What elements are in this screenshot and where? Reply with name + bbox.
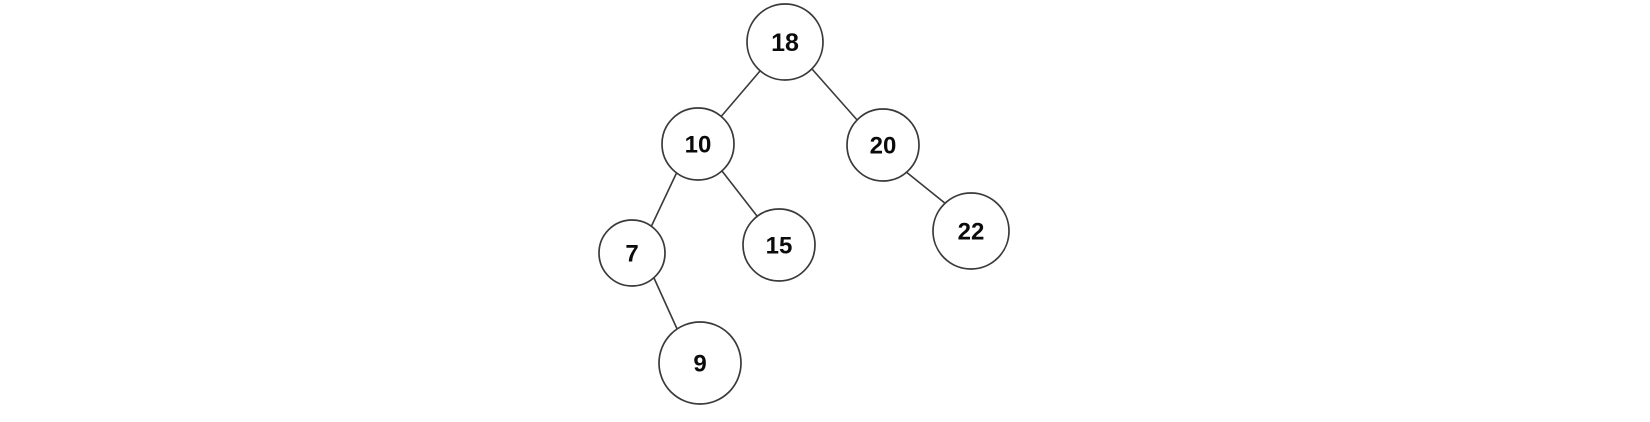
node-label-15: 15 [766, 233, 793, 260]
tree-node-7[interactable]: 7 [598, 219, 666, 287]
tree-edge-7-9 [653, 277, 679, 332]
node-label-10: 10 [685, 132, 712, 159]
tree-node-10[interactable]: 10 [661, 107, 735, 181]
node-circle-20[interactable] [846, 108, 920, 182]
node-label-22: 22 [958, 219, 985, 246]
edge-layer [650, 68, 947, 332]
node-circle-15[interactable] [742, 208, 816, 282]
node-circle-7[interactable] [598, 219, 666, 287]
tree-node-20[interactable]: 20 [846, 108, 920, 182]
tree-edge-18-20 [811, 68, 859, 122]
node-layer: 18 10 20 7 15 22 9 [598, 3, 1010, 405]
node-label-9: 9 [693, 351, 706, 378]
node-circle-10[interactable] [661, 107, 735, 181]
node-circle-18[interactable] [746, 3, 824, 81]
node-label-18: 18 [771, 29, 799, 57]
tree-edge-10-7 [650, 171, 678, 228]
tree-node-22[interactable]: 22 [932, 192, 1010, 270]
node-circle-9[interactable] [658, 321, 742, 405]
node-label-7: 7 [625, 241, 638, 268]
tree-node-15[interactable]: 15 [742, 208, 816, 282]
tree-edge-20-22 [904, 170, 947, 205]
tree-node-18[interactable]: 18 [746, 3, 824, 81]
tree-node-9[interactable]: 9 [658, 321, 742, 405]
node-label-20: 20 [870, 133, 897, 160]
tree-edge-18-10 [718, 70, 761, 120]
node-circle-22[interactable] [932, 192, 1010, 270]
tree-edge-10-15 [721, 170, 758, 217]
